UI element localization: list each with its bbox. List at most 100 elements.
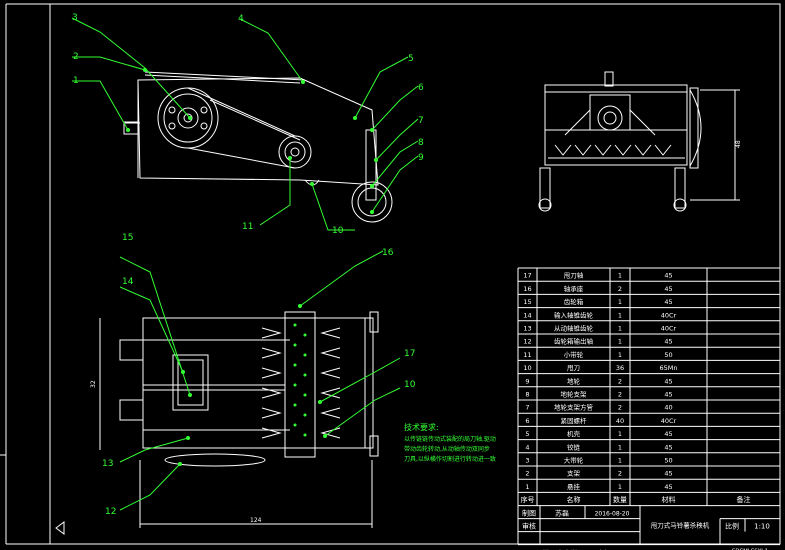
title-scale: 1:10 [754, 523, 770, 531]
bom-row-qty: 1 [618, 351, 622, 359]
bom-row-no: 15 [523, 298, 531, 306]
bom-row-name: 齿轮箱输出轴 [554, 337, 594, 346]
bom-row-no: 16 [523, 285, 531, 293]
balloon-2: 2 [73, 52, 79, 62]
title-date: 2016-08-20 [595, 511, 630, 518]
bom-row-qty: 2 [618, 377, 622, 385]
bom-row-qty: 1 [618, 483, 622, 491]
bom-row-material: 40Cr [661, 417, 677, 425]
bom-row-name: 地轮 [567, 376, 581, 385]
bom-row-qty: 1 [618, 272, 622, 280]
bom-row-no: 5 [525, 430, 529, 438]
bom-row-name: 支架 [567, 469, 581, 478]
tech-title: 技术要求: [404, 422, 439, 432]
bom-row-no: 12 [523, 338, 531, 346]
title-class: 农机16-4 [597, 549, 627, 550]
bom-header-material: 材料 [662, 495, 676, 504]
bom-row-name: 轴承座 [564, 284, 584, 293]
bom-row-qty: 1 [618, 325, 622, 333]
bom-row-name: 地轮支架方管 [554, 403, 594, 412]
balloon-1: 1 [73, 76, 79, 86]
bom-row-no: 3 [525, 457, 529, 465]
bom-row-no: 10 [523, 364, 531, 372]
bom-row-no: 17 [523, 272, 531, 280]
ground-wheel [351, 181, 393, 223]
bom-row-material: 45 [664, 430, 672, 438]
gearbox-top [172, 354, 209, 411]
bom-row-qty: 2 [618, 285, 622, 293]
bom-row-qty: 1 [618, 443, 622, 451]
tech-line-1: 以传链链传动式装配的局刀轴,驱动 [404, 435, 496, 443]
title-check-label: 审核 [522, 522, 536, 531]
balloon-7: 7 [418, 116, 424, 126]
bom-header-name: 名称 [567, 495, 581, 504]
bom-row-qty: 40 [616, 417, 624, 425]
balloon-6: 6 [418, 83, 424, 93]
bom-row-name: 从动轴锥齿轮 [554, 324, 594, 333]
bom-row-material: 40Cr [661, 311, 677, 319]
side-view: 1 2 3 4 5 6 7 8 9 10 11 [71, 13, 424, 236]
bom-row-qty: 2 [618, 470, 622, 478]
balloon-3: 3 [72, 13, 78, 23]
bom-row-qty: 36 [616, 364, 624, 372]
front-view: 48 [538, 71, 742, 212]
bom-row-name: 铰链 [567, 442, 581, 451]
bom-row-material: 40Cr [661, 325, 677, 333]
bom-row-qty: 1 [618, 338, 622, 346]
bom-row-material: 65Mn [660, 364, 678, 372]
balloon-13: 13 [102, 459, 113, 469]
title-scale-label: 比例 [725, 522, 739, 531]
bom-row-qty: 2 [618, 404, 622, 412]
dim-right: 48 [735, 140, 742, 148]
bom-row-name: 大带轮 [564, 456, 584, 465]
balloon-12: 12 [105, 507, 116, 517]
bom-row-qty: 1 [618, 298, 622, 306]
title-drawn-label: 制图 [522, 509, 536, 518]
top-housing [142, 317, 374, 449]
bom-row-no: 1 [525, 483, 529, 491]
balloon-9: 9 [418, 153, 424, 163]
bom-row-material: 45 [664, 338, 672, 346]
machine-housing [137, 77, 379, 186]
bom-row-material: 45 [664, 298, 672, 306]
title-school: 塔里木大学 [543, 549, 578, 550]
view-triangle-icon [55, 521, 65, 535]
title-drawn-name: 苏磊 [555, 509, 569, 518]
title-code: SDSMLSSYJ 1 [732, 549, 768, 550]
bom-row-no: 9 [525, 377, 529, 385]
tech-line-3: 刀具,以纵横作切割进行转动进一致 [404, 455, 496, 463]
balloon-10: 10 [332, 226, 344, 236]
bom-header-note: 备注 [737, 495, 751, 504]
bom-row-material: 45 [664, 272, 672, 280]
bom-row-name: 地轮支架 [561, 390, 588, 399]
dim-bottom: 124 [250, 517, 262, 524]
bom-row-qty: 2 [618, 391, 622, 399]
bom-row-material: 45 [664, 470, 672, 478]
bom-row-no: 2 [525, 470, 529, 478]
small-pulley [278, 135, 312, 169]
technical-requirements: 技术要求: 以传链链传动式装配的局刀轴,驱动 带动齿轮转动,从动轴传动双同步 刀… [404, 422, 496, 463]
bom-row-material: 45 [664, 285, 672, 293]
bom-row-name: 输入轴锥齿轮 [554, 310, 594, 319]
bom-row-name: 齿轮箱 [564, 297, 584, 306]
title-product: 甩刀式马铃薯杀秧机 [651, 521, 710, 530]
bom-row-name: 紧固螺杆 [561, 416, 588, 425]
balloon-5: 5 [408, 54, 414, 64]
bom-row-material: 50 [664, 457, 672, 465]
bom-row-name: 悬挂 [567, 482, 581, 491]
bom-row-name: 甩刀轴 [564, 271, 584, 280]
bom-row-no: 4 [525, 443, 529, 451]
bom-header-qty: 数量 [613, 495, 627, 504]
balloon-17: 17 [404, 349, 415, 359]
bom-row-no: 7 [525, 404, 529, 412]
bom-row-no: 8 [525, 391, 529, 399]
bom-row-no: 6 [525, 417, 529, 425]
balloon-15: 15 [122, 233, 133, 243]
bom-row-no: 11 [523, 351, 531, 359]
dim-left: 32 [90, 380, 97, 388]
bom-row-material: 45 [664, 391, 672, 399]
balloon-4: 4 [238, 14, 244, 24]
bom-row-no: 14 [523, 311, 531, 319]
bom-row-name: 机壳 [567, 429, 581, 438]
